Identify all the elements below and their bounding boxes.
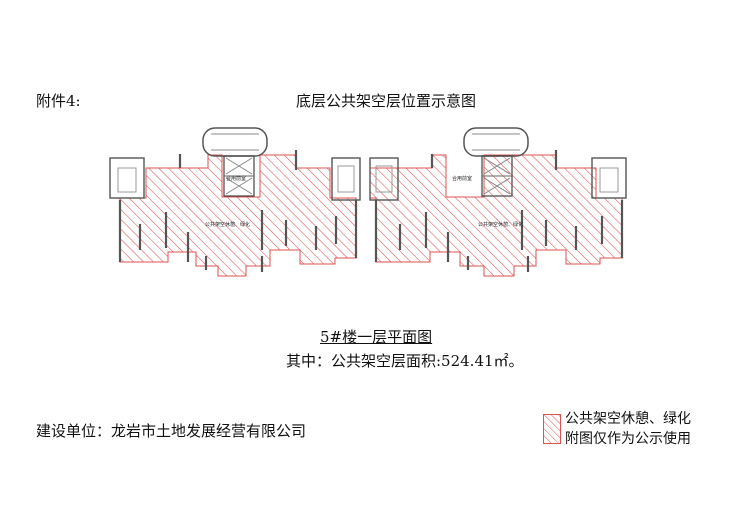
right-tower-west xyxy=(369,157,399,201)
left-unit: 合用前室 公共架空休憩、绿化 xyxy=(109,127,361,277)
area-note: 其中：公共架空层面积:524.41㎡。 xyxy=(286,352,524,370)
right-stair xyxy=(463,127,529,157)
right-open-area-label: 公共架空休憩、绿化 xyxy=(478,221,523,228)
attachment-label: 附件4: xyxy=(36,92,81,110)
plan-caption: 5#楼一层平面图 xyxy=(320,328,433,346)
legend-text-line2: 附图仅作为公示使用 xyxy=(565,431,691,447)
left-tower-east xyxy=(331,157,361,201)
right-unit: 合用前室 公共架空休憩、绿化 xyxy=(369,127,627,277)
left-tower-west xyxy=(109,157,145,199)
left-hatched-area xyxy=(119,154,357,277)
left-stair xyxy=(202,127,268,157)
legend-text-line1: 公共架空休憩、绿化 xyxy=(565,411,691,427)
floor-plan-drawing: 合用前室 公共架空休憩、绿化 xyxy=(109,127,627,277)
left-office-label: 合用前室 xyxy=(226,175,246,182)
document-title: 底层公共架空层位置示意图 xyxy=(296,92,477,110)
right-hatched-area xyxy=(369,154,623,277)
right-office-label: 合用前室 xyxy=(452,175,472,182)
left-open-area-label: 公共架空休憩、绿化 xyxy=(205,221,250,228)
right-tower-east xyxy=(591,157,627,199)
builder-line: 建设单位：龙岩市土地发展经营有限公司 xyxy=(36,422,307,440)
legend-hatch-swatch xyxy=(543,414,561,444)
